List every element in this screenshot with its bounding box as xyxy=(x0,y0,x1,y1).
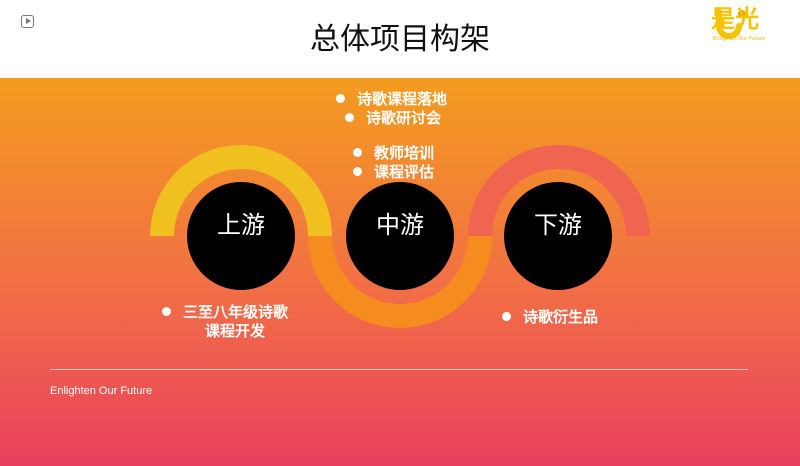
slide-header: 总体项目构架 是光 Enlighten Our Future xyxy=(0,0,800,78)
list-item: 诗歌课程落地 xyxy=(336,90,447,109)
slide-title: 总体项目构架 xyxy=(310,22,490,57)
bullet-icon xyxy=(345,113,354,122)
upstream-node xyxy=(187,182,295,290)
upstream-bullets: 三至八年级诗歌 课程开发 xyxy=(162,303,288,341)
footer-divider xyxy=(50,369,748,370)
midstream-bullets-lower: 教师培训 课程评估 xyxy=(353,144,434,182)
list-item: 课程评估 xyxy=(353,163,434,182)
upstream-arc xyxy=(150,145,332,236)
list-item-text: 课程评估 xyxy=(374,163,435,181)
bullet-icon xyxy=(162,307,171,316)
midstream-arc xyxy=(308,236,492,328)
list-item: 三至八年级诗歌 xyxy=(162,303,288,322)
footer-text: Enlighten Our Future xyxy=(50,385,153,397)
list-item-text: 诗歌课程落地 xyxy=(357,90,448,108)
downstream-label: 下游 xyxy=(534,211,582,239)
list-item: 诗歌衍生品 xyxy=(502,308,598,327)
list-item-continuation: 课程开发 xyxy=(205,322,266,340)
list-item-text: 三至八年级诗歌 xyxy=(183,303,289,321)
midstream-node xyxy=(346,182,454,290)
play-icon[interactable] xyxy=(21,15,34,28)
logo-subtitle: Enlighten Our Future xyxy=(713,36,765,42)
list-item-text: 诗歌衍生品 xyxy=(523,308,599,326)
bullet-icon xyxy=(353,167,362,176)
downstream-node xyxy=(504,182,612,290)
bullet-icon xyxy=(336,94,345,103)
list-item-text: 教师培训 xyxy=(374,144,435,162)
list-item-text: 诗歌研讨会 xyxy=(366,109,442,127)
logo-text: 是光 xyxy=(711,5,759,33)
downstream-arc xyxy=(468,145,650,236)
bullet-icon xyxy=(353,148,362,157)
midstream-label: 中游 xyxy=(376,211,424,239)
midstream-bullets-top: 诗歌课程落地 诗歌研讨会 xyxy=(336,90,447,128)
logo-mark-icon xyxy=(716,9,746,39)
downstream-bullets: 诗歌衍生品 xyxy=(502,308,598,327)
bullet-icon xyxy=(502,312,511,321)
upstream-label: 上游 xyxy=(217,211,265,239)
list-item: 诗歌研讨会 xyxy=(345,109,447,128)
list-item: 教师培训 xyxy=(353,144,434,163)
